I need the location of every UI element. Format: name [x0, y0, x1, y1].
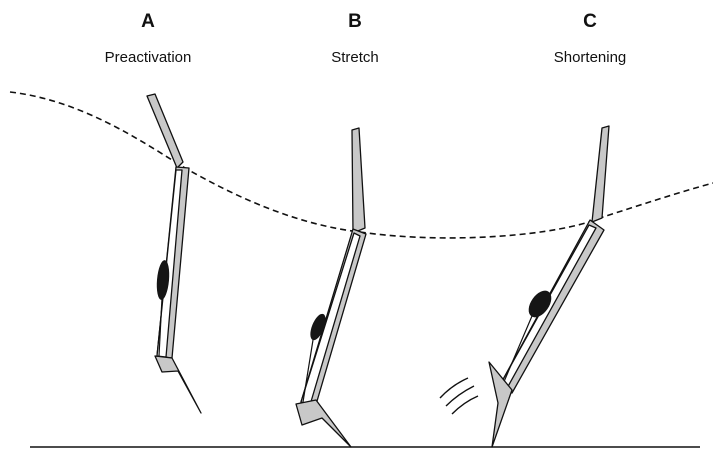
phase-a-thigh	[147, 94, 183, 168]
phase-c-letter: C	[583, 11, 597, 32]
phase-b-shin-front	[301, 233, 360, 405]
phase-a-letter: A	[141, 11, 155, 32]
phase-b-foot	[296, 400, 351, 447]
phase-b-label: Stretch	[331, 49, 379, 66]
phase-b-thigh	[352, 128, 365, 233]
phase-c: C Shortening	[440, 11, 626, 447]
phase-a-foot	[155, 356, 201, 413]
phase-c-motion-lines	[440, 378, 478, 414]
phase-b: B Stretch	[296, 11, 379, 447]
phase-b-letter: B	[348, 11, 362, 32]
phase-a-label: Preactivation	[105, 49, 192, 66]
phase-c-thigh	[592, 126, 609, 222]
phase-c-label: Shortening	[554, 49, 627, 66]
phase-a: A Preactivation	[105, 11, 201, 413]
